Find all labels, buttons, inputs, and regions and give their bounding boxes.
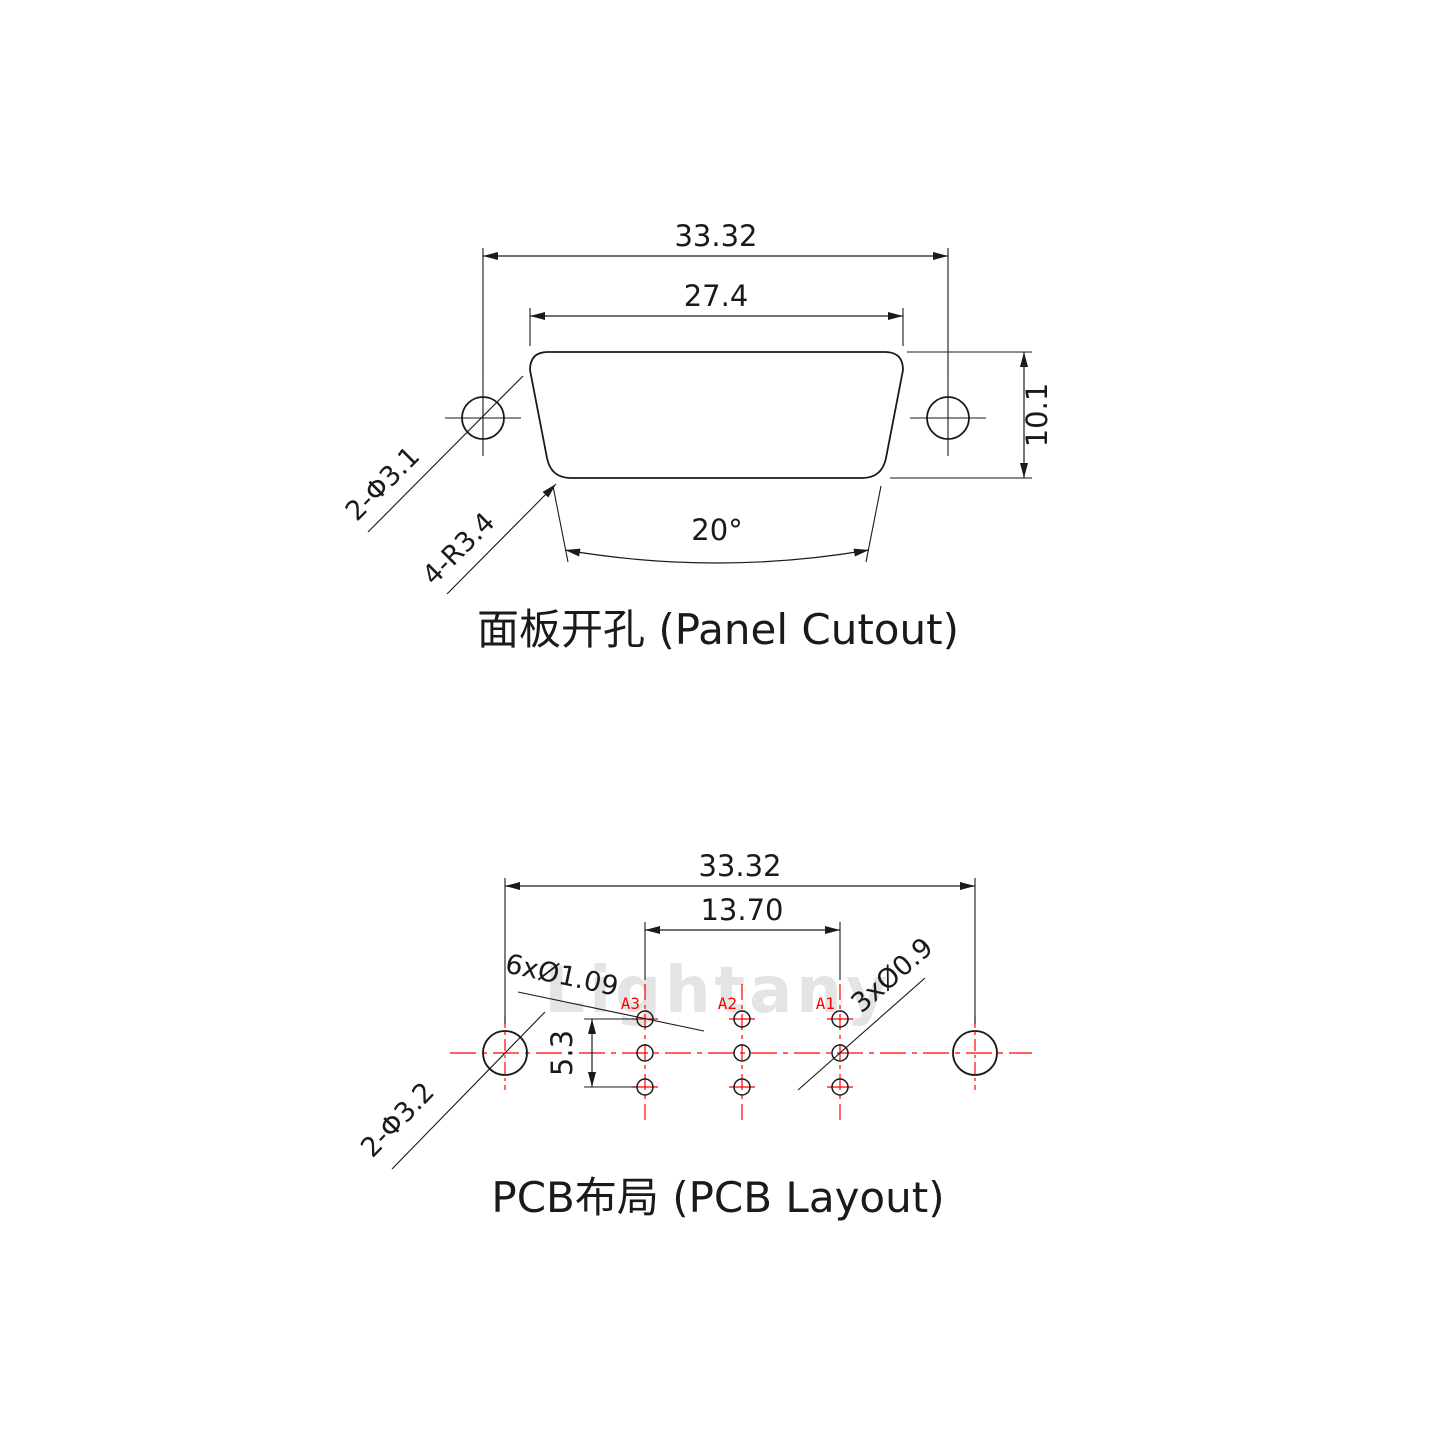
dim-cutout-height: 10.1 [890, 351, 1054, 479]
pin-hole [733, 1078, 751, 1096]
dim-cutout-width-value: 27.4 [684, 279, 749, 313]
leader-line [446, 483, 557, 595]
label-panel-mount-holes: 2-Φ3.1 [340, 375, 524, 533]
label-corner-radius: 4-R3.4 [417, 483, 557, 595]
dim-row-span: 5.3 [545, 1018, 637, 1088]
pcb-layout-title: PCB布局 (PCB Layout) [491, 1173, 944, 1222]
dim-cutout-width: 27.4 [529, 279, 904, 346]
dim-outer-width: 33.32 [482, 219, 949, 380]
dim-mount-span: 33.32 [504, 849, 976, 1024]
angle-arc [564, 548, 870, 564]
panel-mount-hole-left [445, 380, 521, 456]
dim-side-angle-value: 20° [691, 513, 742, 547]
pin-hole [831, 1078, 849, 1096]
panel-cutout-drawing: 33.32 27.4 10.1 20° 2-Φ3.1 [340, 219, 1054, 654]
dim-outer-width-value: 33.32 [674, 219, 757, 253]
pin-column-a2: A2 [718, 994, 755, 1096]
pcb-mount-hole-left [482, 1030, 528, 1076]
leader-line [517, 991, 705, 1032]
pin-hole [733, 1044, 751, 1062]
pin-hole [636, 1044, 654, 1062]
panel-cutout-title: 面板开孔 (Panel Cutout) [477, 605, 959, 654]
pin-label-a2: A2 [718, 994, 737, 1013]
label-corner-radius-text: 4-R3.4 [417, 507, 502, 592]
pcb-layout-drawing: Lightany A3 A2 [355, 849, 1032, 1222]
dim-signal-pitch: 13.70 [644, 893, 841, 980]
leader-line [367, 375, 524, 533]
watermark: Lightany [544, 954, 891, 1028]
label-pcb-mount-holes: 2-Φ3.2 [355, 1011, 546, 1170]
dim-side-angle: 20° [552, 485, 882, 564]
label-panel-mount-holes-text: 2-Φ3.1 [340, 441, 426, 527]
dim-signal-pitch-value: 13.70 [700, 893, 783, 927]
label-pcb-mount-holes-text: 2-Φ3.2 [355, 1077, 441, 1164]
pin-hole [831, 1010, 849, 1028]
leader-line [797, 977, 926, 1091]
pin-hole [831, 1044, 849, 1062]
pcb-mount-hole-right [952, 1030, 998, 1076]
leader-line [391, 1011, 546, 1170]
dim-row-span-value: 5.3 [545, 1030, 579, 1076]
dsub-cutout-outline [529, 351, 904, 479]
dim-mount-span-value: 33.32 [698, 849, 781, 883]
pin-label-a3: A3 [621, 994, 640, 1013]
dim-cutout-height-value: 10.1 [1020, 383, 1054, 448]
pin-label-a1: A1 [816, 994, 835, 1013]
panel-mount-hole-right [910, 380, 986, 456]
pin-column-a1: A1 [816, 994, 853, 1096]
pin-hole [733, 1010, 751, 1028]
